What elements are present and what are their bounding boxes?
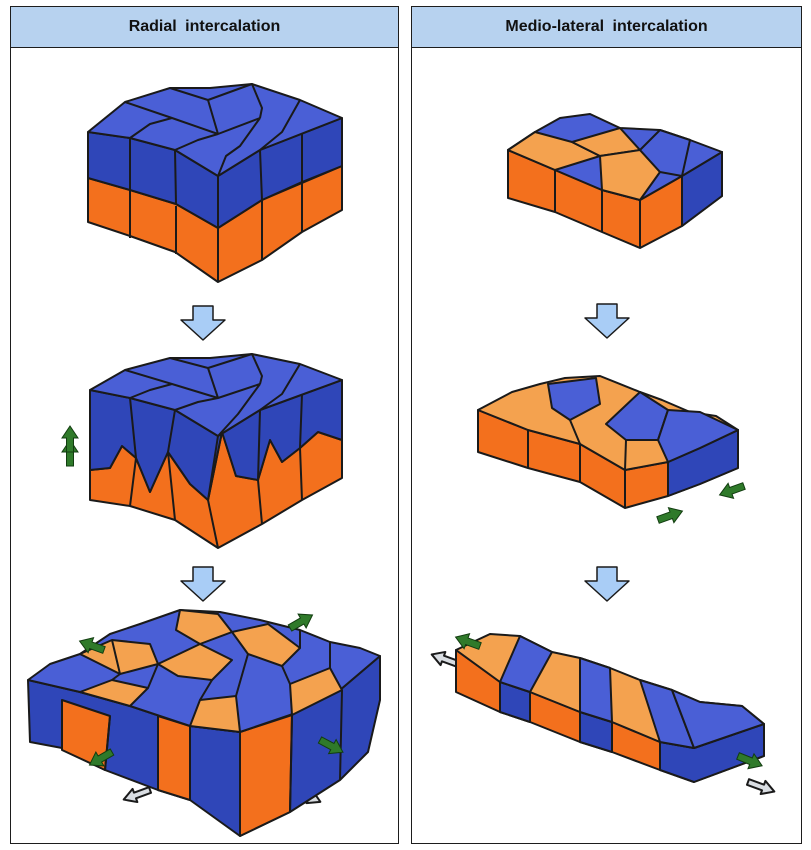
- down-arrow-icon: [584, 303, 630, 339]
- green-force-arrow-icon: [654, 503, 686, 529]
- down-arrow-icon: [584, 566, 630, 602]
- radial-stage-1-block: [87, 83, 343, 283]
- radial-stage-2-block: [89, 353, 343, 549]
- medio-lateral-stage-3-block: [428, 633, 778, 800]
- down-arrow-icon: [180, 566, 226, 602]
- medio-lateral-intercalation-title: Medio-lateral intercalation: [412, 7, 801, 48]
- green-force-arrow-icon: [716, 477, 748, 503]
- down-arrow-icon: [180, 305, 226, 341]
- radial-intercalation-title: Radial intercalation: [11, 7, 398, 48]
- radial-stage-3-block: [27, 609, 381, 837]
- medio-lateral-stage-1-block: [507, 113, 723, 249]
- medio-lateral-stage-2-block: [477, 375, 739, 509]
